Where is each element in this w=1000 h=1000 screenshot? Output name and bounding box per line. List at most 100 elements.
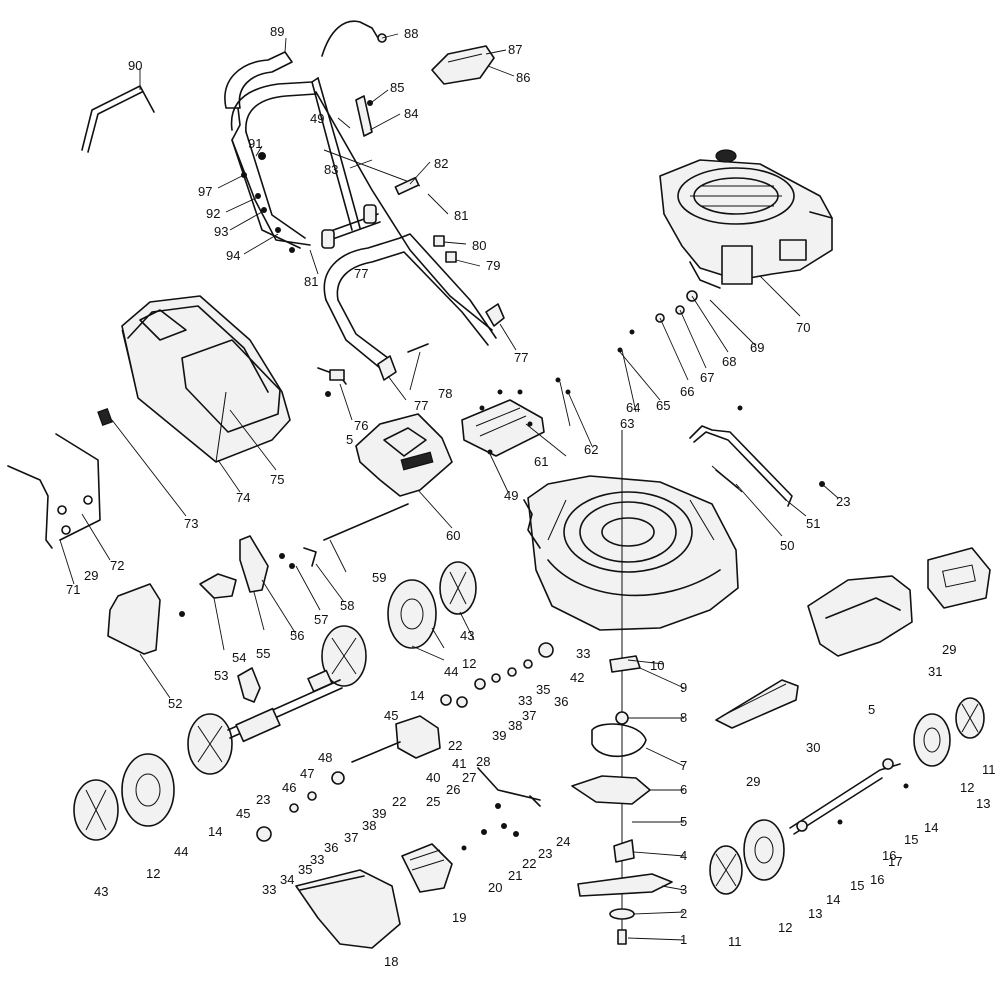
part-label-25: 25 [426,794,440,809]
part-label-73: 73 [184,516,198,531]
part-label-60: 60 [446,528,460,543]
part-label-61: 61 [534,454,548,469]
part-label-21: 21 [508,868,522,883]
part-label-49-2: 49 [310,111,324,126]
part-label-20: 20 [488,880,502,895]
part-label-37: 37 [344,830,358,845]
part-label-56: 56 [290,628,304,643]
part-label-81: 81 [454,208,468,223]
part-label-39: 39 [372,806,386,821]
front-wheels [709,697,985,895]
part-label-45-2: 45 [384,708,398,723]
part-label-59: 59 [372,570,386,585]
part-label-11: 11 [728,934,742,949]
part-label-5-2: 5 [346,432,353,447]
part-label-77: 77 [354,266,368,281]
part-label-42: 42 [570,670,584,685]
discharge-parts [295,843,453,949]
part-label-33-2: 33 [310,852,324,867]
part-label-80: 80 [472,238,486,253]
part-label-5-3: 5 [868,702,875,717]
part-label-93: 93 [214,224,228,239]
part-label-29: 29 [84,568,98,583]
part-label-92: 92 [206,206,220,221]
part-label-31: 31 [928,664,942,679]
part-label-35: 35 [298,862,312,877]
part-label-36-2: 36 [554,694,568,709]
part-label-65: 65 [656,398,670,413]
part-label-45: 45 [236,806,250,821]
part-label-38: 38 [362,818,376,833]
part-label-88: 88 [404,26,418,41]
part-label-10: 10 [650,658,664,673]
part-label-1: 1 [680,932,687,947]
part-label-57: 57 [314,612,328,627]
drive-cable-parts [461,767,541,851]
control-cables [81,20,495,153]
part-label-3: 3 [680,882,687,897]
leader-lines [59,33,839,941]
part-label-53: 53 [214,668,228,683]
blade-stack [571,430,673,945]
part-label-23: 23 [538,846,552,861]
part-label-82: 82 [434,156,448,171]
part-label-12-2: 12 [778,920,792,935]
part-label-13: 13 [808,906,822,921]
part-label-33-4: 33 [576,646,590,661]
part-label-86: 86 [516,70,530,85]
part-label-39-2: 39 [492,728,506,743]
part-label-16: 16 [870,872,884,887]
part-label-78: 78 [438,386,452,401]
part-label-50: 50 [780,538,794,553]
part-label-29-3: 29 [942,642,956,657]
part-label-26: 26 [446,782,460,797]
part-number-labels: 1234555678910111112121212131314141414151… [66,24,996,969]
part-label-54: 54 [232,650,246,665]
part-label-5: 5 [680,814,687,829]
part-label-14-3: 14 [410,688,424,703]
part-label-14-4: 14 [924,820,938,835]
part-label-91: 91 [248,136,262,151]
part-label-71: 71 [66,582,80,597]
part-label-43-2: 43 [460,628,474,643]
part-label-48: 48 [318,750,332,765]
part-label-24: 24 [556,834,570,849]
front-rods [689,405,825,507]
part-label-18: 18 [384,954,398,969]
grass-catcher [97,295,291,463]
part-label-14: 14 [208,824,222,839]
part-label-52: 52 [168,696,182,711]
part-label-75: 75 [270,472,284,487]
part-label-15-2: 15 [904,832,918,847]
side-bails [7,433,101,549]
part-label-15: 15 [850,878,864,893]
part-label-64: 64 [626,400,640,415]
rear-adjusters [179,503,409,703]
part-label-77-2: 77 [514,350,528,365]
part-label-7: 7 [680,758,687,773]
part-label-33-3: 33 [518,693,532,708]
part-label-87: 87 [508,42,522,57]
part-label-94: 94 [226,248,240,263]
part-label-36: 36 [324,840,338,855]
part-label-85: 85 [390,80,404,95]
part-label-70: 70 [796,320,810,335]
part-label-22: 22 [522,856,536,871]
part-label-81-2: 81 [304,274,318,289]
part-label-34: 34 [280,872,294,887]
part-label-23-2: 23 [256,792,270,807]
part-label-72: 72 [110,558,124,573]
part-label-76: 76 [354,418,368,433]
part-label-16-2: 16 [882,848,896,863]
part-label-2: 2 [680,906,687,921]
part-label-41: 41 [452,756,466,771]
part-label-69: 69 [750,340,764,355]
part-label-29-2: 29 [746,774,760,789]
part-label-74: 74 [236,490,250,505]
part-label-13-2: 13 [976,796,990,811]
part-label-90: 90 [128,58,142,73]
part-label-97: 97 [198,184,212,199]
gearbox [256,642,554,842]
